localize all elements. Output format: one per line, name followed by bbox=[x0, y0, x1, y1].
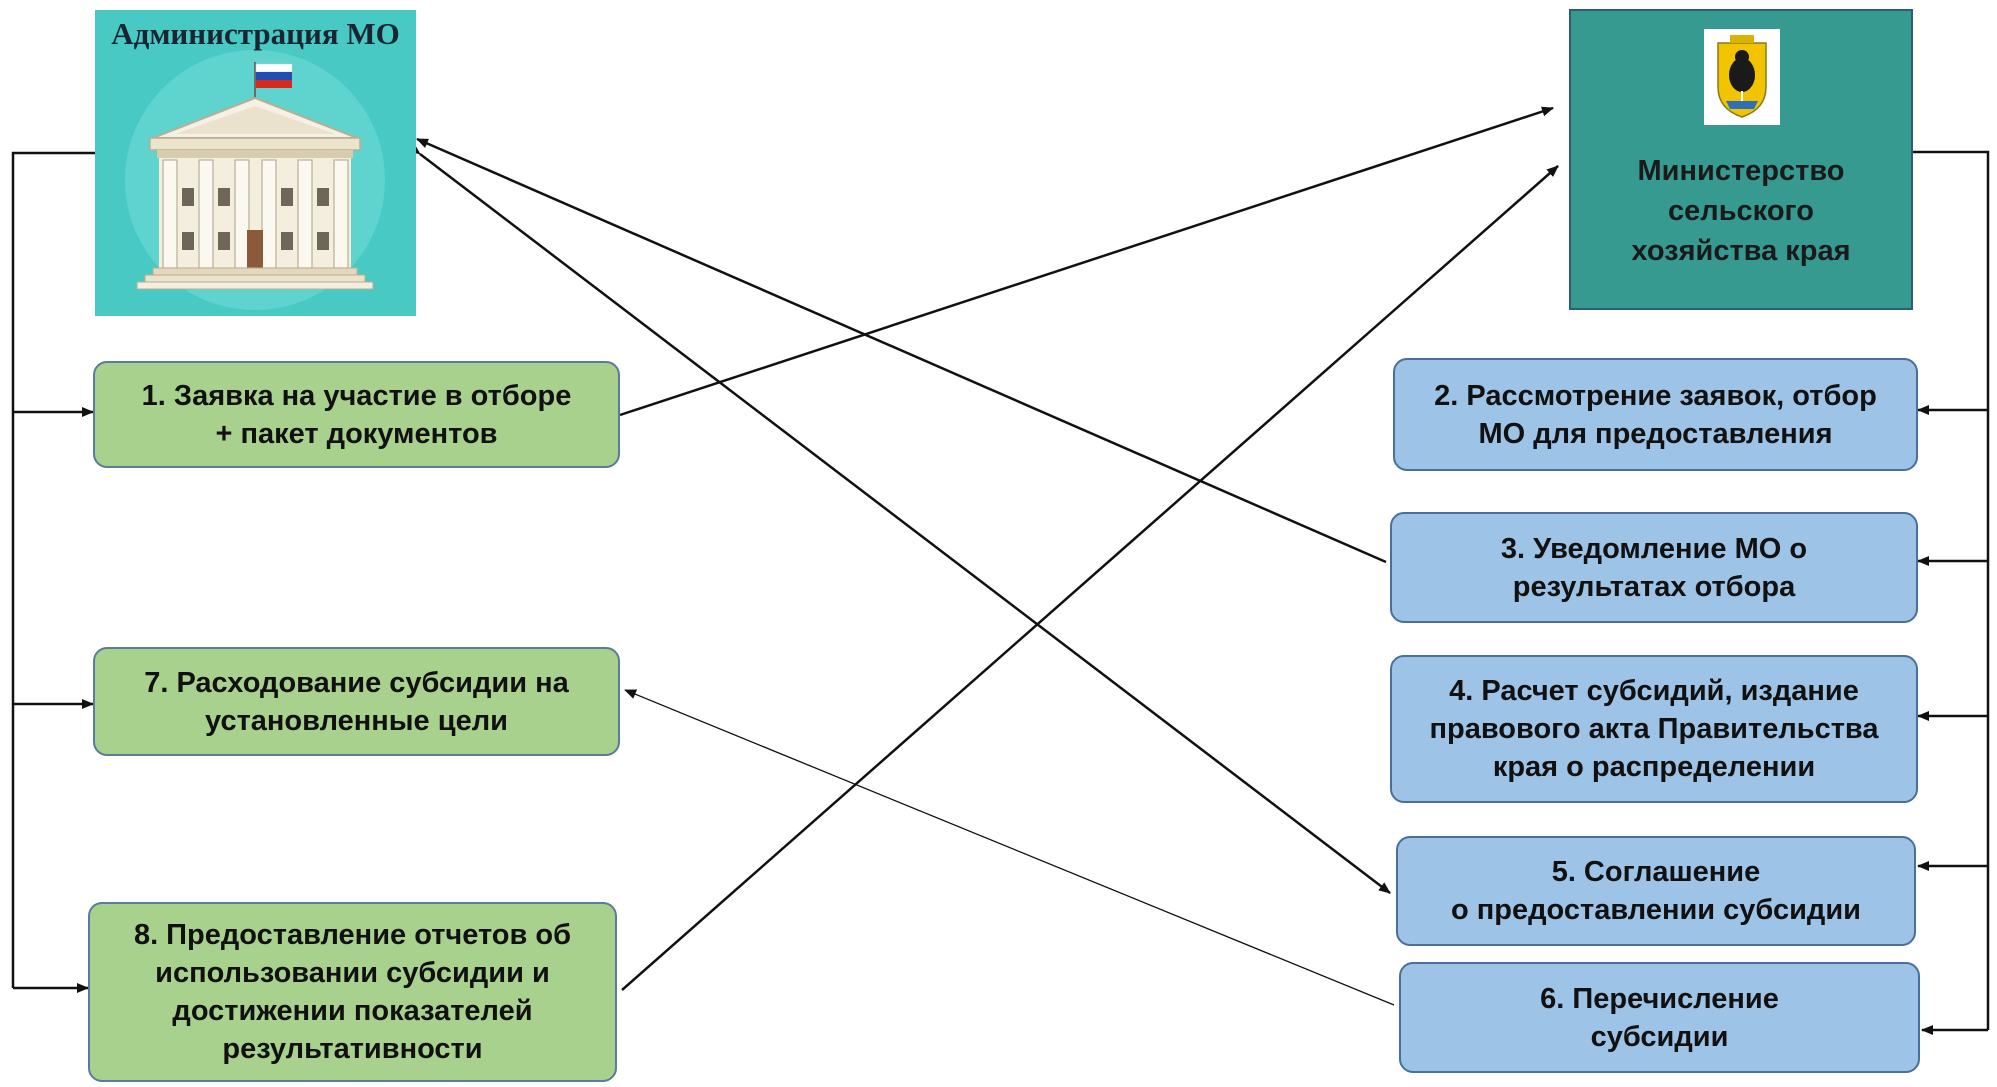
arrow-step5-admin-bidirectional bbox=[408, 143, 1391, 894]
ministry-bracket-connector bbox=[1913, 150, 1990, 1035]
step-3-notification: 3. Уведомление МО о результатах отбора bbox=[1390, 512, 1918, 623]
arrow-step6-to-step7 bbox=[624, 689, 1395, 1006]
coat-of-arms-icon bbox=[1704, 29, 1780, 125]
step-8-reports: 8. Предоставление отчетов об использован… bbox=[88, 902, 617, 1082]
administration-mo-card: Администрация МО bbox=[95, 10, 416, 316]
government-building-icon bbox=[125, 50, 385, 310]
ministry-label: Министерство сельского хозяйства края bbox=[1631, 155, 1851, 267]
step-5-agreement: 5. Соглашение о предоставлении субсидии bbox=[1396, 836, 1916, 946]
step-1-application: 1. Заявка на участие в отборе + пакет до… bbox=[93, 361, 620, 468]
step-7-spending: 7. Расходование субсидии на установленны… bbox=[93, 647, 620, 756]
ministry-agriculture-box: Министерство сельского хозяйства края bbox=[1569, 9, 1913, 310]
administration-title: Администрация МО bbox=[111, 16, 400, 51]
step-4-calculation: 4. Расчет субсидий, издание правового ак… bbox=[1390, 655, 1918, 803]
step-6-transfer: 6. Перечисление субсидии bbox=[1399, 962, 1920, 1073]
arrow-step3-to-admin bbox=[416, 137, 1387, 564]
step-2-review: 2. Рассмотрение заявок, отбор МО для пре… bbox=[1393, 358, 1918, 471]
admin-bracket-connector bbox=[11, 151, 95, 993]
